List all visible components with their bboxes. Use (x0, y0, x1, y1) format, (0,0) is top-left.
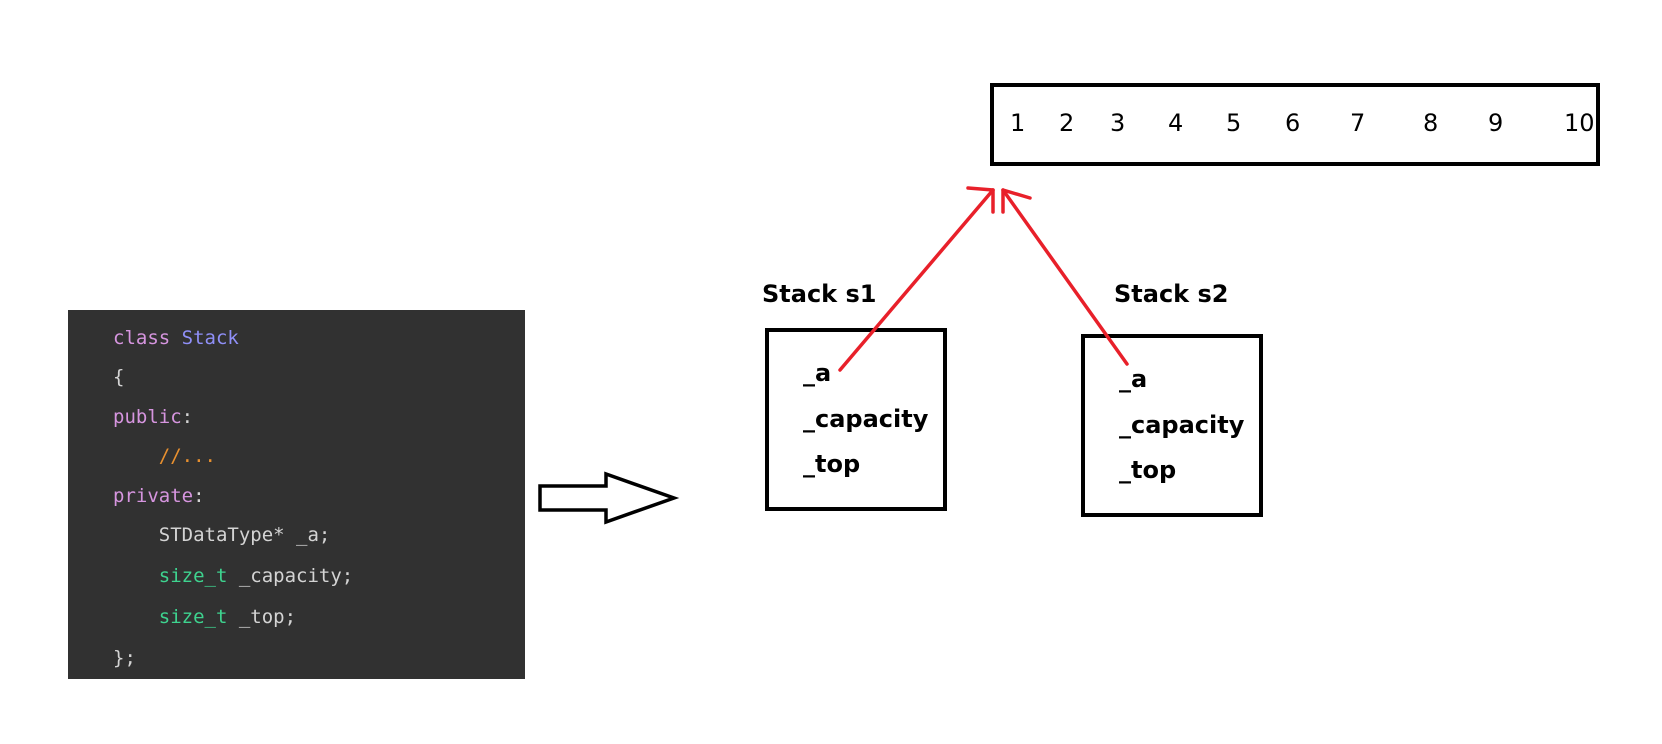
array-element: 7 (1350, 109, 1366, 137)
code-token: private (113, 485, 194, 507)
code-line: private: (113, 484, 205, 508)
code-token: STDataType* _a; (113, 524, 331, 546)
array-element: 10 (1564, 109, 1595, 137)
array-box: 1 2 3 4 5 6 7 8 9 10 (990, 83, 1600, 166)
code-token: { (113, 366, 125, 388)
array-element: 8 (1423, 109, 1439, 137)
array-element: 1 (1010, 109, 1026, 137)
stack-s2-member-top: _top (1119, 456, 1177, 484)
code-token: size_t (158, 606, 228, 628)
transform-arrow (538, 471, 680, 525)
code-line: public: (113, 405, 193, 429)
code-token: }; (113, 647, 136, 669)
code-token: _top; (227, 606, 297, 628)
code-line: }; (113, 646, 136, 670)
stack-s1-box: _a _capacity _top (765, 328, 947, 511)
code-line: STDataType* _a; (113, 523, 331, 547)
array-element: 9 (1488, 109, 1504, 137)
stack-s2-member-capacity: _capacity (1119, 411, 1245, 439)
code-line: { (113, 365, 124, 389)
code-line: size_t _top; (113, 605, 296, 629)
array-element: 6 (1285, 109, 1301, 137)
stack-s1-title: Stack s1 (762, 280, 877, 308)
code-line: //... (113, 444, 216, 468)
code-token: : (193, 485, 205, 507)
stack-s1-member-capacity: _capacity (803, 405, 929, 433)
s1-pointer-arrow (838, 186, 995, 372)
array-element: 3 (1110, 109, 1126, 137)
code-block: class Stack { public: //... private: STD… (68, 310, 525, 679)
code-token: public (113, 406, 182, 428)
s2-pointer-arrow (1001, 188, 1129, 366)
stack-s2-title: Stack s2 (1114, 280, 1229, 308)
stack-s1-member-top: _top (803, 450, 861, 478)
code-token: _capacity; (227, 565, 354, 587)
code-line: class Stack (113, 326, 239, 350)
stack-s2-member-a: _a (1119, 365, 1148, 393)
code-token: : (181, 406, 194, 428)
array-element: 5 (1226, 109, 1242, 137)
code-token: size_t (158, 565, 228, 587)
code-token: //... (113, 445, 216, 467)
code-line: size_t _capacity; (113, 564, 353, 588)
code-token: Stack (181, 327, 239, 349)
array-element: 2 (1059, 109, 1075, 137)
code-token: class (113, 327, 182, 349)
stack-s1-member-a: _a (803, 359, 832, 387)
stack-s2-box: _a _capacity _top (1081, 334, 1263, 517)
array-element: 4 (1168, 109, 1184, 137)
